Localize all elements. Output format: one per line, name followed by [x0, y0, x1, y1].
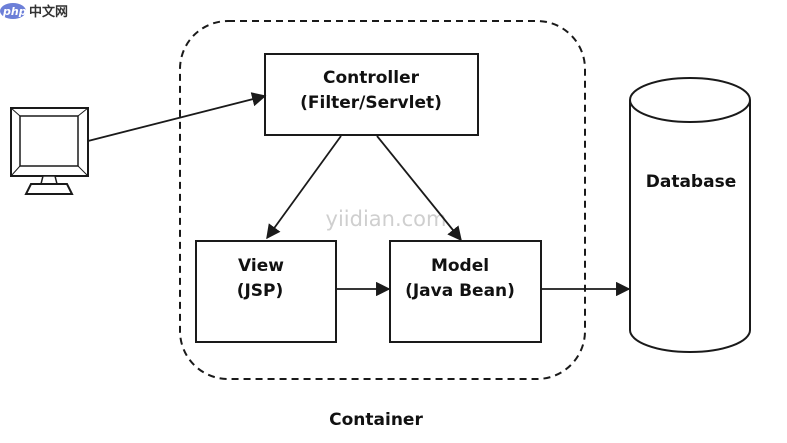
database-label: Database: [646, 172, 736, 192]
controller-title: Controller: [323, 68, 420, 88]
controller-subtitle: (Filter/Servlet): [300, 93, 442, 113]
view-subtitle: (JSP): [237, 281, 284, 301]
arrow-controller-to-view: [266, 135, 342, 240]
site-logo: php 中文网: [0, 3, 68, 20]
logo-text: 中文网: [29, 4, 68, 20]
view-title: View: [238, 256, 284, 276]
view-box: [195, 240, 337, 343]
arrow-client-to-controller: [87, 92, 267, 142]
database-cylinder-icon: [629, 77, 751, 353]
arrow-controller-to-model: [376, 135, 462, 242]
model-subtitle: (Java Bean): [405, 281, 515, 301]
model-box: [389, 240, 542, 343]
model-title: Model: [431, 256, 489, 276]
watermark: yiidian.com: [326, 207, 447, 231]
container-boundary: [179, 20, 586, 380]
logo-badge-text: php: [2, 5, 27, 18]
computer-monitor-icon: [10, 107, 89, 195]
container-label: Container: [329, 410, 423, 430]
logo-badge: [0, 3, 26, 19]
